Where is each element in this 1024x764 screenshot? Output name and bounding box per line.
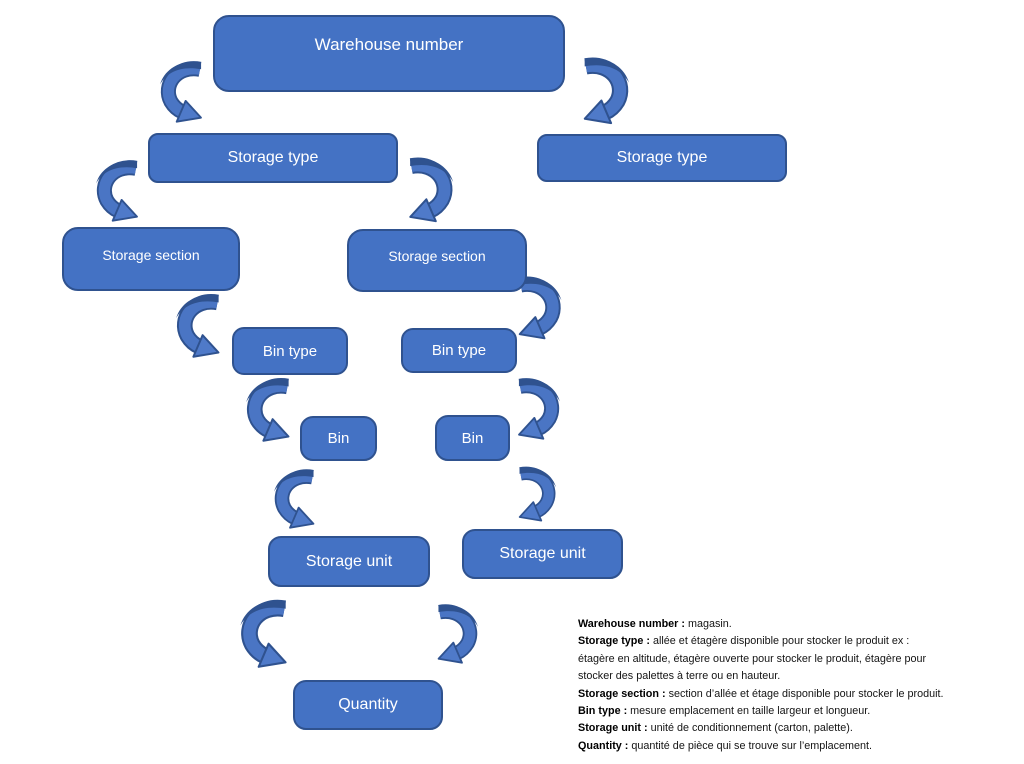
curved-arrow-storage-type-to-section-mid: [396, 157, 456, 225]
node-label: Storage section: [388, 247, 486, 264]
definition-text: mesure emplacement en taille largeur et …: [627, 705, 871, 718]
curved-arrow-storage-type-to-section-left: [94, 156, 150, 228]
definition-term: Storage unit :: [578, 722, 648, 735]
node-storage-unit-left: Storage unit: [268, 536, 430, 587]
node-label: Quantity: [338, 696, 398, 713]
definition-term: Storage type :: [578, 635, 650, 648]
node-quantity: Quantity: [293, 680, 443, 730]
node-label: Storage type: [616, 149, 708, 166]
definition-text: magasin.: [684, 618, 732, 630]
node-label: Storage section: [102, 247, 200, 263]
node-label: Bin: [461, 429, 484, 447]
curved-arrow-bin-to-storage-unit-right: [508, 459, 558, 531]
node-bin-left: Bin: [300, 416, 377, 461]
definition-text: section d’allée et étage disponible pour…: [665, 687, 944, 700]
curved-arrow-bin-type-to-bin-right: [506, 375, 562, 445]
definition-line: Warehouse number : magasin.: [578, 616, 1018, 633]
definition-text: allée et étagère disponible pour stocker…: [650, 635, 910, 648]
node-label: Warehouse number: [314, 34, 464, 54]
definition-line: Storage type : allée et étagère disponib…: [578, 633, 1018, 650]
definition-text: quantité de pièce qui se trouve sur l’em…: [628, 739, 873, 752]
curved-arrow-storage-unit-to-quantity-right: [426, 590, 480, 680]
curved-arrow-section-to-bin-type-left: [174, 290, 232, 364]
definition-term: Quantity :: [578, 739, 629, 752]
curved-arrow-warehouse-to-storage-type-right: [566, 57, 636, 127]
node-bin-type-right: Bin type: [401, 328, 517, 373]
curved-arrow-bin-to-storage-unit-left: [272, 462, 326, 538]
node-bin-right: Bin: [435, 415, 510, 461]
definition-line: Storage section : section d’allée et éta…: [578, 686, 1018, 703]
definition-term: Warehouse number :: [578, 618, 685, 630]
curved-arrow-warehouse-to-storage-type-left: [158, 55, 214, 131]
node-label: Storage type: [227, 149, 319, 166]
definition-line: Storage unit : unité de conditionnement …: [578, 720, 1018, 737]
curved-arrow-storage-unit-to-quantity-left: [238, 590, 300, 680]
definitions-block: Warehouse number : magasin. Storage type…: [578, 616, 1018, 755]
node-label: Bin type: [262, 342, 318, 360]
node-storage-type-left: Storage type: [148, 133, 398, 183]
definition-line: étagère en altitude, étagère ouverte pou…: [578, 651, 1018, 668]
definition-line: Quantity : quantité de pièce qui se trou…: [578, 738, 1018, 755]
definition-text: étagère en altitude, étagère ouverte pou…: [578, 652, 927, 665]
node-storage-type-right: Storage type: [537, 134, 787, 182]
definition-text: stocker des palettes à terre ou en haute…: [578, 670, 781, 683]
node-warehouse-number: Warehouse number: [213, 15, 565, 92]
node-storage-section-left: Storage section: [62, 227, 240, 291]
definition-text: unité de conditionnement (carton, palett…: [647, 722, 853, 735]
node-bin-type-left: Bin type: [232, 327, 348, 375]
node-label: Storage unit: [305, 552, 393, 570]
node-label: Bin: [327, 430, 350, 447]
node-storage-unit-right: Storage unit: [462, 529, 623, 579]
node-label: Bin type: [431, 342, 487, 359]
definition-term: Storage section :: [578, 687, 666, 700]
node-storage-section-mid: Storage section: [347, 229, 527, 292]
definition-line: stocker des palettes à terre ou en haute…: [578, 668, 1018, 685]
node-label: Storage unit: [499, 545, 586, 562]
definition-line: Bin type : mesure emplacement en taille …: [578, 703, 1018, 720]
curved-arrow-bin-type-to-bin-left: [244, 375, 302, 447]
definition-term: Bin type :: [578, 705, 628, 718]
